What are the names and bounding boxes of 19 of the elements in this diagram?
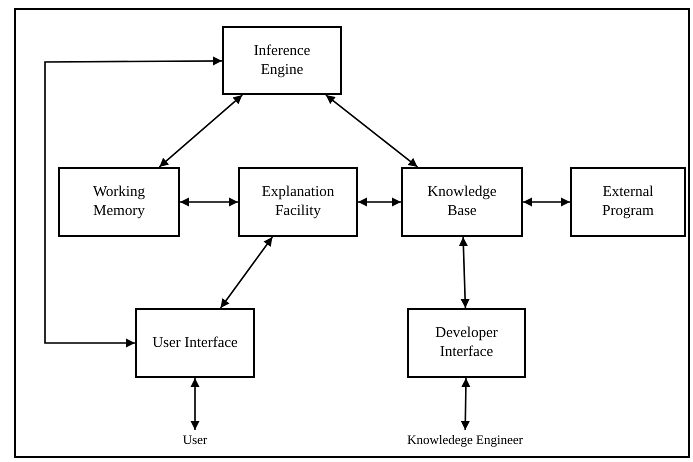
- component-box: User Interface: [135, 308, 255, 378]
- actor-label: Knowledege Engineer: [395, 430, 535, 450]
- double-arrow: [180, 198, 238, 206]
- component-box: Working Memory: [58, 167, 180, 237]
- double-arrow: [460, 378, 470, 430]
- double-arrow: [220, 236, 274, 308]
- component-box: Explanation Facility: [238, 167, 358, 237]
- component-box: Inference Engine: [222, 26, 342, 95]
- double-arrow: [523, 198, 570, 206]
- double-arrow: [190, 378, 200, 430]
- actor-label: User: [160, 430, 230, 450]
- double-arrow: [325, 94, 418, 168]
- component-box: External Program: [570, 167, 686, 237]
- component-box: Knowledge Base: [401, 167, 523, 237]
- double-arrow: [458, 236, 470, 308]
- component-box: Developer Interface: [407, 308, 526, 378]
- double-arrow: [44, 56, 222, 348]
- double-arrow: [358, 198, 401, 206]
- double-arrow: [158, 94, 243, 168]
